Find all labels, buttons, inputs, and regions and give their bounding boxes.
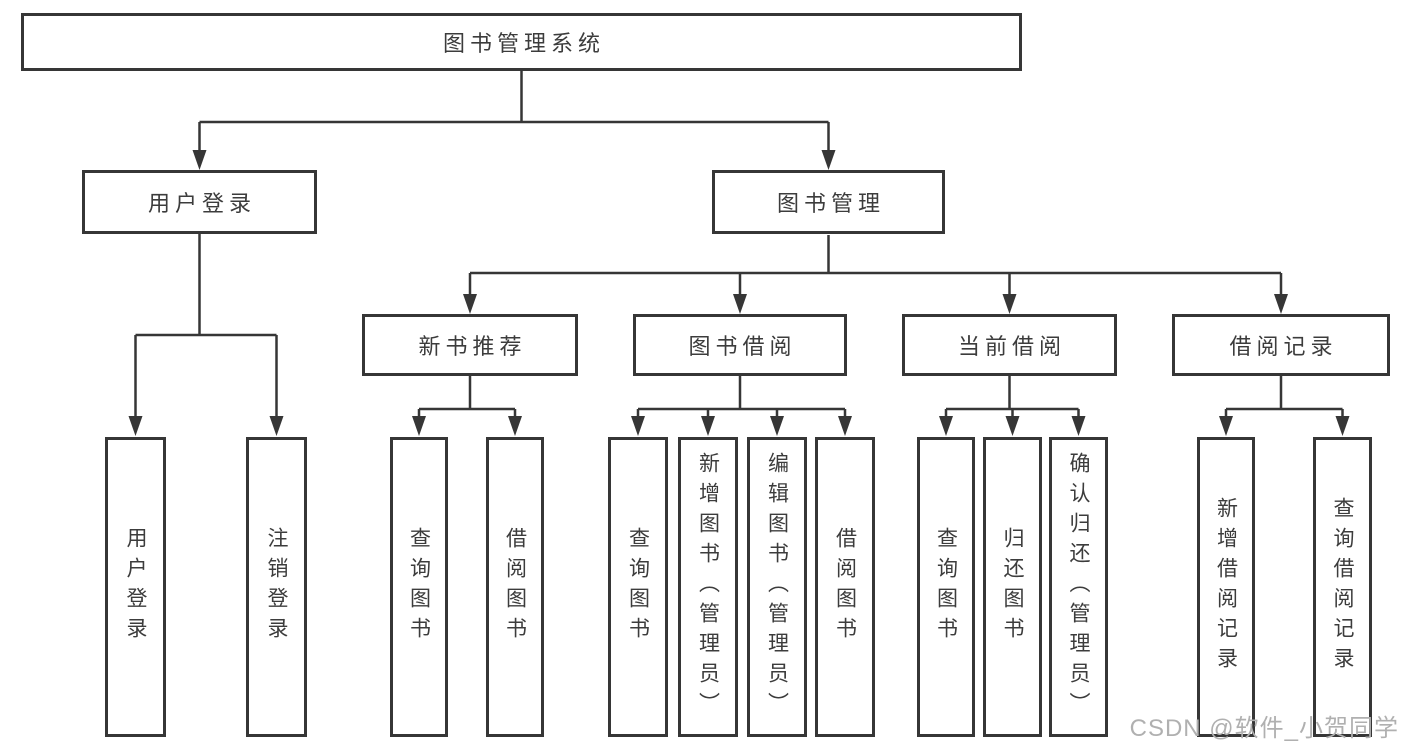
leaf-query-books-borrow: 查询图书: [608, 437, 668, 737]
node-label: 借阅图书: [503, 527, 527, 647]
node-book-borrowing: 图书借阅: [633, 314, 847, 376]
node-label: 借阅图书: [833, 527, 857, 647]
leaf-borrow-books-recommend: 借阅图书: [486, 437, 544, 737]
node-label: 用户登录: [147, 191, 256, 216]
node-label: 新增借阅记录: [1214, 497, 1238, 677]
node-label: 图书管理系统: [442, 31, 605, 56]
node-label: 借阅记录: [1229, 334, 1338, 359]
node-label: 编辑图书（管理员）: [765, 452, 789, 722]
node-label: 用户登录: [124, 527, 147, 647]
leaf-logout-login: 注销登录: [246, 437, 307, 737]
node-user-login: 用户登录: [82, 170, 317, 234]
leaf-edit-book-admin: 编辑图书（管理员）: [747, 437, 807, 737]
node-label: 查询图书: [407, 527, 431, 647]
node-current-borrowing: 当前借阅: [902, 314, 1117, 376]
leaf-borrow-books: 借阅图书: [815, 437, 875, 737]
node-label: 查询图书: [934, 527, 958, 647]
leaf-query-books-recommend: 查询图书: [390, 437, 448, 737]
watermark: CSDN @软件_小贺同学: [1129, 715, 1399, 742]
node-label: 确认归还（管理员）: [1067, 452, 1090, 722]
node-new-book-recommend: 新书推荐: [362, 314, 578, 376]
leaf-query-books-current: 查询图书: [917, 437, 975, 737]
leaf-confirm-return-admin: 确认归还（管理员）: [1049, 437, 1108, 737]
leaf-return-book: 归还图书: [983, 437, 1042, 737]
node-book-management: 图书管理: [712, 170, 945, 234]
node-label: 查询图书: [626, 527, 650, 647]
node-label: 归还图书: [1001, 527, 1024, 647]
node-root-library-management-system: 图书管理系统: [21, 13, 1022, 71]
leaf-query-borrow-record: 查询借阅记录: [1313, 437, 1372, 737]
node-label: 图书管理: [776, 191, 885, 216]
node-label: 当前借阅: [957, 334, 1066, 359]
node-label: 注销登录: [265, 527, 288, 647]
leaf-add-borrow-record: 新增借阅记录: [1197, 437, 1255, 737]
node-label: 新增图书（管理员）: [696, 452, 720, 722]
leaf-add-book-admin: 新增图书（管理员）: [678, 437, 738, 737]
node-label: 新书推荐: [418, 334, 527, 359]
node-borrowing-records: 借阅记录: [1172, 314, 1390, 376]
arrowheads: [128, 150, 1350, 436]
node-label: 查询借阅记录: [1331, 497, 1354, 677]
node-label: 图书借阅: [688, 334, 797, 359]
leaf-user-login: 用户登录: [105, 437, 166, 737]
